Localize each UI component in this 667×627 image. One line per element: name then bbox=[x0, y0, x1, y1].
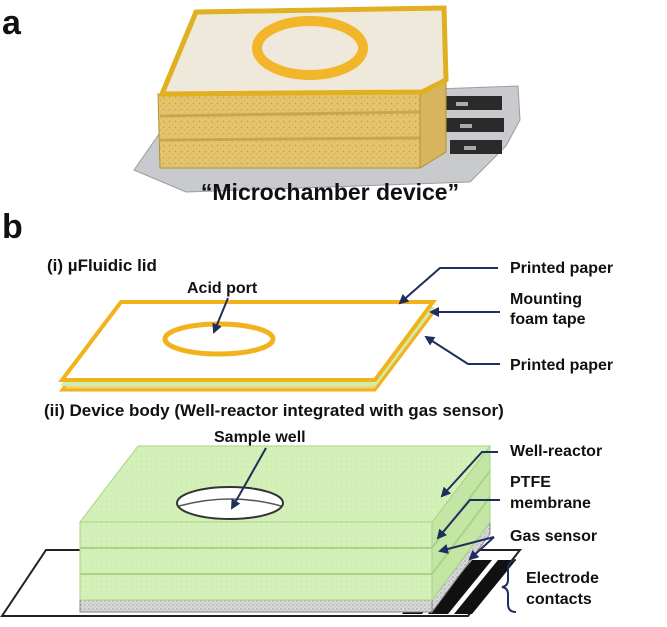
body-callout-electrode: Electrode bbox=[526, 570, 599, 587]
body-arrow-ptfe bbox=[436, 499, 500, 540]
photo-electrode-tabs bbox=[440, 96, 504, 154]
body-arrow-gas-sensor-b bbox=[468, 536, 495, 561]
panel-b-letter: b bbox=[2, 208, 23, 246]
ptfe-membrane bbox=[79, 599, 433, 613]
body-callout-membrane: membrane bbox=[510, 495, 591, 512]
lid-callout-printed-paper-bottom: Printed paper bbox=[510, 357, 613, 374]
sample-well-label: Sample well bbox=[214, 429, 306, 446]
acid-port-label: Acid port bbox=[187, 280, 258, 297]
lid-diagram bbox=[57, 300, 437, 392]
lid-arrow-printed-paper-bottom bbox=[424, 335, 500, 365]
lid-callout-mounting: Mounting bbox=[510, 291, 582, 308]
body-callout-well-reactor: Well-reactor bbox=[510, 443, 602, 460]
lid-section-title: (i) µFluidic lid bbox=[47, 256, 157, 275]
acid-port-arrow bbox=[212, 297, 229, 334]
photo-top-paper bbox=[158, 5, 449, 97]
body-callout-ptfe: PTFE bbox=[510, 474, 551, 491]
body-diagram bbox=[0, 444, 523, 617]
lid-top-paper bbox=[57, 300, 437, 382]
sample-well-hole bbox=[176, 486, 284, 520]
body-arrow-gas-sensor-a bbox=[438, 536, 495, 554]
photo-acid-port-ring bbox=[252, 16, 368, 80]
lid-callout-printed-paper-top: Printed paper bbox=[510, 260, 613, 277]
body-section-title: (ii) Device body (Well-reactor integrate… bbox=[44, 401, 504, 420]
body-callout-contacts: contacts bbox=[526, 591, 592, 608]
photo-caption: “Microchamber device” bbox=[201, 179, 459, 205]
panel-a-letter: a bbox=[2, 4, 22, 42]
lid-callout-foam-tape: foam tape bbox=[510, 311, 586, 328]
well-reactor-front bbox=[79, 521, 433, 601]
body-callout-gas-sensor: Gas sensor bbox=[510, 528, 597, 545]
well-reactor-top bbox=[78, 445, 492, 523]
electrode-contacts-bracket bbox=[501, 559, 517, 613]
body-arrow-well-reactor bbox=[440, 451, 498, 498]
device-photo bbox=[133, 5, 521, 193]
lid-arrow-printed-paper-top bbox=[398, 267, 498, 305]
sample-well-arrow bbox=[231, 447, 267, 510]
